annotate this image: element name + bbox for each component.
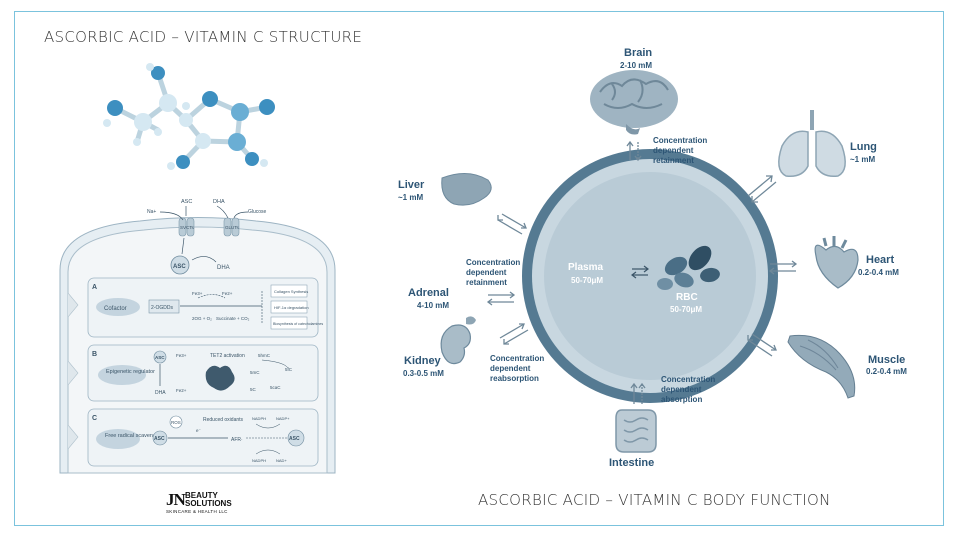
- kidney-note: Concentration dependent reabsorption: [490, 354, 545, 383]
- diagram-label: 2-OGDDs: [151, 305, 173, 311]
- organ-name-liver: Liver: [398, 179, 425, 191]
- diagram-label: ASC: [181, 199, 192, 205]
- diagram-label: NADPH: [252, 458, 266, 463]
- diagram-label: 2OG + O₂: [192, 316, 212, 321]
- logo-line-2: SOLUTIONS: [185, 499, 232, 508]
- organ-name-intestine: Intestine: [609, 457, 655, 469]
- organ-conc-kidney: 0.3-0.5 mM: [403, 369, 444, 378]
- logo-mark: JN: [166, 490, 186, 509]
- kidney-icon: [440, 316, 476, 365]
- cell-diagram: SVCTs GLUTs Na+ ASC DHA Glucose ASC DHA …: [59, 199, 336, 474]
- plasma-conc: 50-70μM: [571, 276, 604, 285]
- diagram-label: Succinate + CO₂: [216, 316, 250, 321]
- body-function-title: ASCORBIC ACID – VITAMIN C BODY FUNCTION: [478, 491, 831, 509]
- organ-conc-brain: 2-10 mM: [620, 61, 653, 70]
- diagram-label: 5fC: [285, 367, 293, 372]
- plasma-circle: [522, 149, 778, 403]
- diagram-label: NADP+: [276, 416, 290, 421]
- diagram-label: TET2 activation: [210, 353, 245, 359]
- diagram-label: NAD+: [276, 458, 287, 463]
- diagram-label: NADPH: [252, 416, 266, 421]
- organ-name-muscle: Muscle: [868, 354, 906, 366]
- diagram-label: AFR·: [231, 437, 243, 443]
- diagram-label: Biosynthesis of catecholamines: [273, 322, 323, 326]
- diagram-label: DHA: [155, 390, 166, 396]
- organ-conc-liver: ~1 mM: [398, 193, 424, 202]
- muscle-icon: [787, 334, 856, 399]
- diagram-label: e⁻: [196, 428, 202, 433]
- diagram-label: 5hmC: [258, 353, 271, 358]
- diagram-label: Glucose: [248, 209, 267, 215]
- diagram-label: Epigenetic regulator: [106, 369, 155, 375]
- diagram-label: Fe3+: [176, 353, 187, 358]
- plasma-label: Plasma: [568, 262, 604, 273]
- diagram-label: B: [92, 351, 97, 358]
- diagram-label: Fe2+: [176, 388, 187, 393]
- brand-logo: JN BEAUTY SOLUTIONS SKINCARE & HEALTH LL…: [166, 490, 238, 516]
- intestine-icon: [615, 409, 657, 453]
- outer-frame: [14, 11, 944, 526]
- diagram-label: Fe3+: [192, 291, 203, 296]
- organ-conc-lung: ~1 mM: [850, 155, 876, 164]
- organ-name-lung: Lung: [850, 141, 877, 153]
- diagram-label: DHA: [213, 199, 225, 205]
- rbc-conc: 50-70μM: [670, 305, 703, 314]
- diagram-label: Collagen Synthesis: [274, 289, 308, 294]
- organ-conc-adrenal: 4-10 mM: [417, 301, 450, 310]
- molecule-atoms: [103, 63, 275, 170]
- intestine-note: Concentration dependent absorption: [661, 375, 716, 404]
- diagram-label: 5mC: [250, 370, 260, 375]
- diagram-label: ASC: [173, 264, 186, 270]
- lung-icon: [778, 110, 846, 178]
- rbc-label: RBC: [676, 292, 698, 303]
- diagram-label: HIF-1α degradation: [274, 305, 309, 310]
- diagram-label: DHA: [217, 265, 230, 271]
- diagram-label: A: [92, 284, 97, 291]
- brain-icon: [590, 70, 678, 135]
- diagram-label: Na+: [147, 209, 156, 215]
- liver-icon: [441, 173, 492, 206]
- organ-conc-heart: 0.2-0.4 mM: [858, 268, 899, 277]
- diagram-label: ROS: [171, 420, 181, 425]
- diagram-label: Reduced oxidants: [203, 417, 244, 423]
- diagram-label: GLUTs: [225, 225, 240, 230]
- rbc-cluster-icon: [657, 245, 720, 290]
- diagram-label: Free radical scavenger: [105, 433, 161, 439]
- diagram-label: SVCTs: [180, 225, 195, 230]
- structure-title: ASCORBIC ACID – VITAMIN C STRUCTURE: [44, 28, 363, 46]
- diagram-label: ASC: [154, 436, 165, 442]
- diagram-label: 5caC: [270, 385, 281, 390]
- organ-name-heart: Heart: [866, 254, 895, 266]
- organ-name-adrenal: Adrenal: [408, 287, 449, 299]
- logo-line-1: BEAUTY: [185, 491, 218, 500]
- organ-name-kidney: Kidney: [404, 355, 441, 367]
- brain-note: Concentration dependent retainment: [653, 136, 708, 165]
- organ-name-brain: Brain: [624, 47, 653, 59]
- diagram-label: 5C: [250, 387, 257, 392]
- diagram-label: ASC: [155, 355, 165, 360]
- heart-icon: [814, 236, 859, 289]
- adrenal-note: Concentration dependent retainment: [466, 258, 521, 287]
- diagram-label: Cofactor: [104, 306, 127, 312]
- diagram-label: Fe2+: [222, 291, 233, 296]
- diagram-label: ASC: [289, 436, 300, 442]
- diagram-label: C: [92, 415, 97, 422]
- plasma-rbc-exchange-arrows: [631, 265, 649, 279]
- organ-conc-muscle: 0.2-0.4 mM: [866, 367, 907, 376]
- logo-line-3: SKINCARE & HEALTH LLC: [166, 509, 228, 514]
- organ-exchange-arrows: [486, 140, 798, 404]
